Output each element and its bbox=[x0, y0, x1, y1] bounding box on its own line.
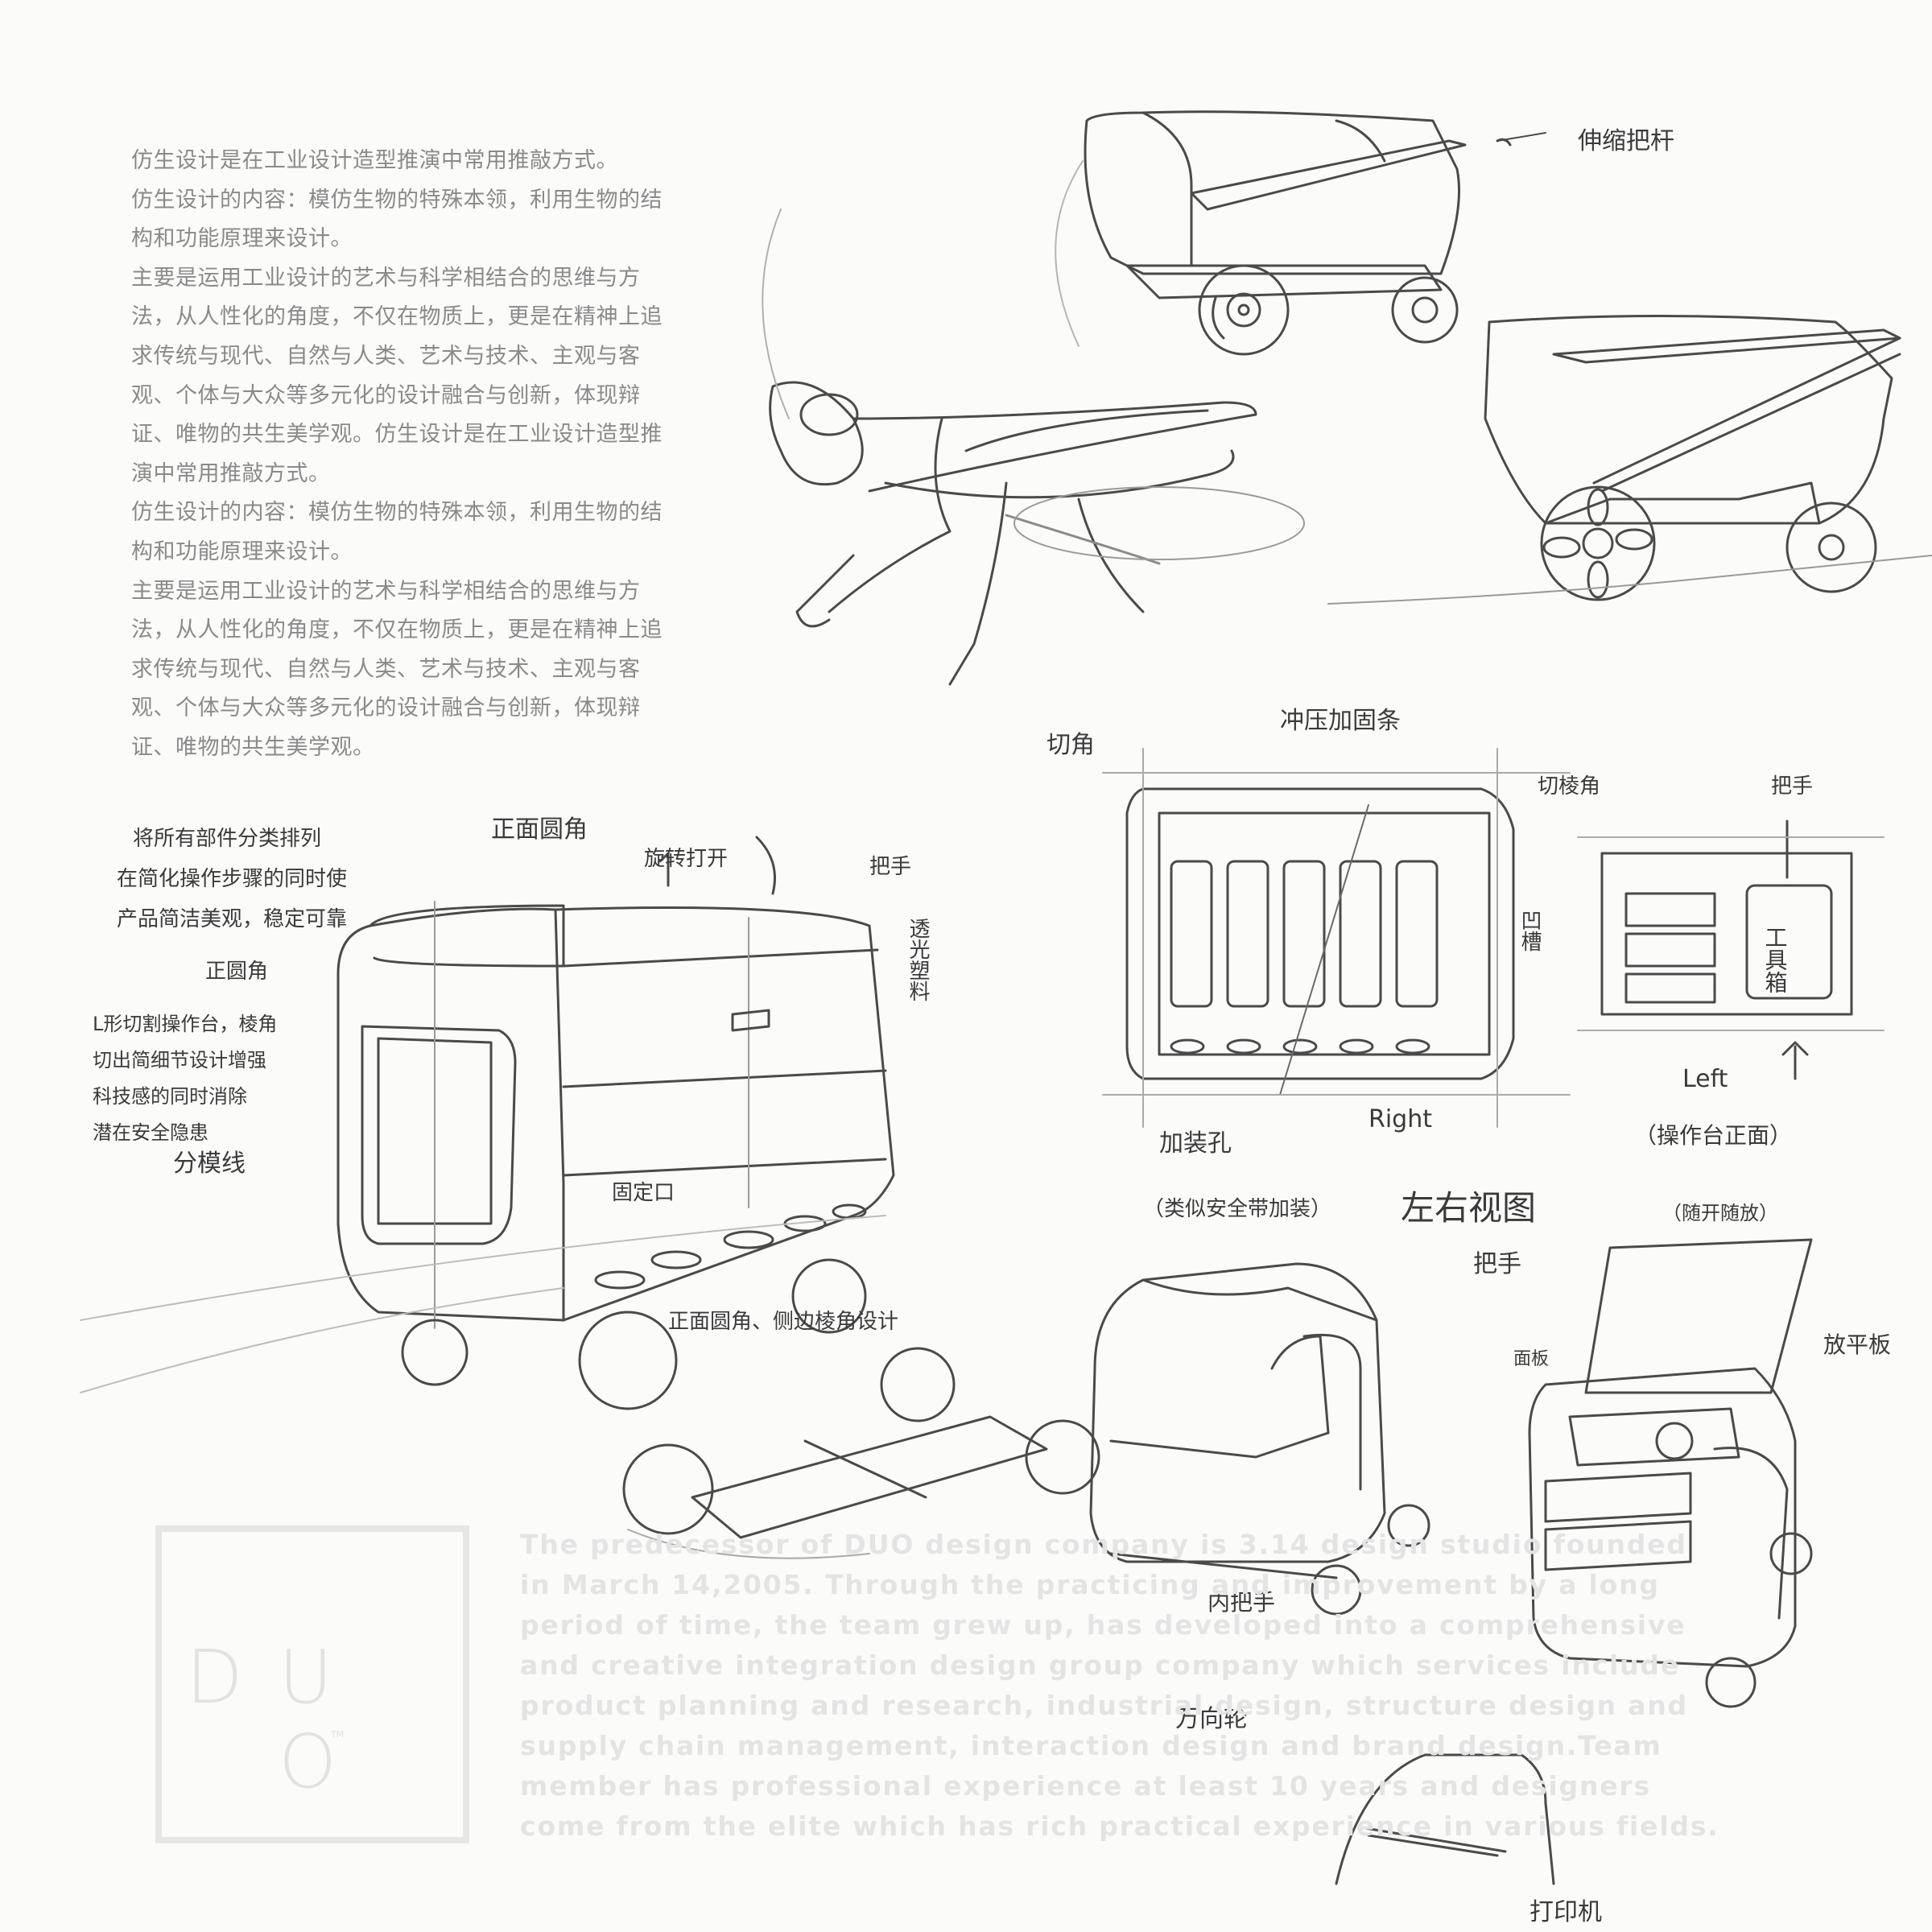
cart-sketch-right bbox=[1327, 315, 1932, 605]
note-fixing-port: 固定口 bbox=[612, 1181, 675, 1205]
logo-letter-u: U bbox=[279, 1634, 333, 1720]
note-arrangement-1: 将所有部件分类排列 bbox=[133, 827, 321, 851]
description-line: supply chain management, interaction des… bbox=[520, 1730, 1662, 1761]
note-cut-corner: 切棱角 bbox=[1538, 774, 1600, 799]
note-flat-board: 放平板 bbox=[1823, 1331, 1891, 1358]
intro-paragraph: 主要是运用工业设计的艺术与科学相结合的思维与方法，从人性化的角度，不仅在物质上，… bbox=[131, 265, 663, 486]
note-side-views: 左右视图 bbox=[1401, 1188, 1536, 1228]
intro-paragraph: 仿生设计是在工业设计造型推演中常用推敲方式。 bbox=[131, 148, 618, 173]
note-universal-wheel: 万向轮 bbox=[1175, 1705, 1248, 1733]
description-line: The predecessor of DUO design company is… bbox=[520, 1529, 1687, 1560]
description-line: period of time, the team grew up, has de… bbox=[520, 1609, 1686, 1641]
note-arrangement-2: 在简化操作步骤的同时使 bbox=[117, 867, 347, 891]
intro-paragraph: 仿生设计的内容：模仿生物的特殊本领，利用生物的结构和功能原理来设计。 bbox=[131, 187, 663, 252]
cart-sketch-bottom-middle bbox=[1089, 1262, 1430, 1616]
note-cut-3: 科技感的同时消除 bbox=[93, 1085, 247, 1108]
note-arrangement-3: 产品简洁美观，稳定可靠 bbox=[117, 907, 347, 931]
note-translucent-plastic: 透光塑料 bbox=[906, 918, 930, 1001]
sketch-annotations: 伸缩把杆 将所有部件分类排列 在简化操作步骤的同时使 产品简洁美观，稳定可靠 正… bbox=[93, 127, 1891, 1926]
bionic-insect-sketch bbox=[762, 208, 1305, 686]
note-cut-1: L形切割操作台，棱角 bbox=[93, 1013, 277, 1035]
note-right: Right bbox=[1368, 1105, 1432, 1133]
note-tool-box: 工具箱 bbox=[1762, 926, 1789, 993]
note-pressed-rib: 冲压加固条 bbox=[1280, 707, 1401, 735]
intro-paragraph: 主要是运用工业设计的艺术与科学相结合的思维与方法，从人性化的角度，不仅在物质上，… bbox=[131, 578, 663, 760]
note-front-round: 正圆角 bbox=[205, 960, 268, 984]
cart-sketch-top bbox=[1055, 110, 1546, 356]
note-cut-4: 潜在安全隐患 bbox=[93, 1121, 208, 1144]
note-handle-2: 把手 bbox=[1771, 774, 1813, 799]
duo-logo: D U O TM bbox=[155, 1525, 469, 1843]
logo-trademark: TM bbox=[331, 1729, 345, 1740]
side-view-sketch bbox=[1577, 819, 1885, 1080]
description-line: member has professional experience at le… bbox=[520, 1770, 1651, 1802]
description-line: and creative integration design group co… bbox=[520, 1649, 1681, 1681]
note-parting-line: 分模线 bbox=[173, 1150, 246, 1178]
description-line: come from the elite which has rich pract… bbox=[520, 1810, 1719, 1842]
note-seatbelt-like: （类似安全带加装） bbox=[1143, 1197, 1331, 1221]
front-view-sketch bbox=[1102, 748, 1571, 1128]
note-telescopic-handle: 伸缩把杆 bbox=[1578, 127, 1674, 155]
description-line: in March 14,2005. Through the practicing… bbox=[520, 1569, 1660, 1600]
logo-letter-o: O bbox=[279, 1719, 337, 1805]
note-handle-1: 把手 bbox=[869, 855, 911, 879]
company-description: The predecessor of DUO design company is… bbox=[520, 1525, 1719, 1847]
printer-sketch bbox=[1335, 1753, 1555, 1885]
note-handle-3: 把手 bbox=[1473, 1250, 1521, 1278]
logo-letter-d: D bbox=[186, 1634, 243, 1720]
note-rotate-open: 旋转打开 bbox=[644, 847, 728, 871]
note-operation-front: （操作台正面） bbox=[1634, 1122, 1792, 1149]
intro-text-block: 仿生设计是在工业设计造型推演中常用推敲方式。 仿生设计的内容：模仿生物的特殊本领… bbox=[131, 142, 663, 768]
intro-paragraph: 仿生设计的内容：模仿生物的特殊本领，利用生物的结构和功能原理来设计。 bbox=[131, 500, 663, 564]
note-groove: 凹槽 bbox=[1517, 910, 1542, 952]
note-chamfer: 切角 bbox=[1046, 731, 1095, 759]
cart-sketch-bottom-right bbox=[1528, 1238, 1813, 1708]
note-panel: 面板 bbox=[1513, 1349, 1549, 1369]
note-inner-handle: 内把手 bbox=[1208, 1589, 1275, 1616]
note-top-round-corner: 正面圆角 bbox=[491, 815, 588, 844]
note-front-side-corner: 正面圆角、侧边棱角设计 bbox=[668, 1310, 898, 1334]
note-flip-board: （随开随放） bbox=[1662, 1202, 1778, 1224]
note-left: Left bbox=[1682, 1065, 1728, 1093]
note-fill-hole: 加装孔 bbox=[1159, 1129, 1232, 1158]
note-printer: 打印机 bbox=[1530, 1898, 1602, 1926]
cart-sketch-main bbox=[80, 836, 895, 1410]
note-cut-2: 切出简细节设计增强 bbox=[93, 1049, 266, 1071]
description-line: product planning and research, industria… bbox=[520, 1690, 1688, 1721]
chassis-frame-sketch bbox=[622, 1347, 1100, 1559]
